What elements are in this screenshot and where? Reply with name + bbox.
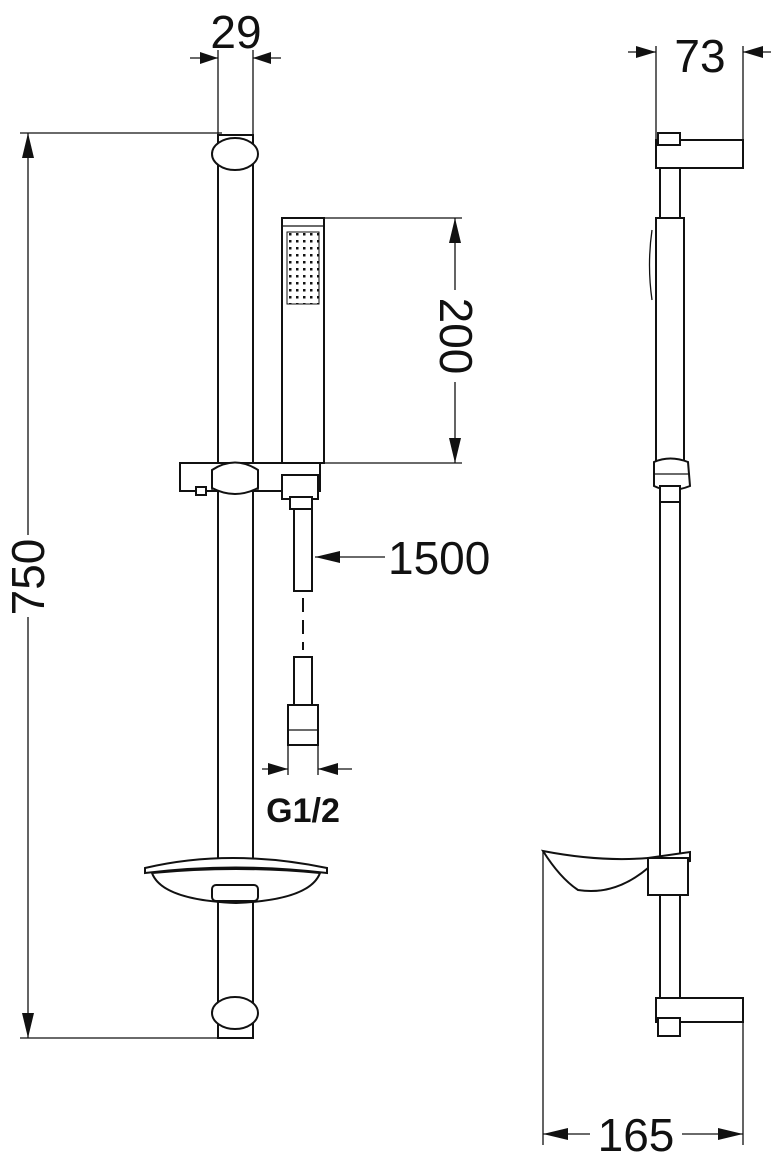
dimension-165-label: 165: [598, 1109, 675, 1161]
dimension-200-label: 200: [430, 298, 482, 375]
top-wall-bracket: [211, 137, 259, 171]
dimension-165: 165: [542, 851, 744, 1161]
hand-shower: [281, 217, 325, 464]
dimension-750: 750: [2, 132, 222, 1039]
front-view: 29 750: [2, 6, 490, 1039]
dimension-thread-label: G1/2: [266, 792, 340, 830]
dimension-thread: G1/2: [262, 763, 352, 830]
shower-hose: [287, 508, 319, 775]
slider-holder: [179, 461, 321, 510]
dimension-200: 200: [324, 217, 482, 464]
dimension-73-label: 73: [674, 30, 725, 82]
side-slider-holder: [653, 457, 692, 503]
dimension-29: 29: [190, 6, 281, 135]
dimension-73: 73: [628, 30, 771, 140]
dimension-1500-label: 1500: [388, 532, 490, 584]
side-view: 73: [540, 30, 771, 1161]
side-top-bracket: [655, 139, 744, 169]
soap-dish-front: [144, 857, 328, 905]
dimension-750-label: 750: [2, 539, 54, 616]
bottom-wall-bracket: [211, 996, 259, 1030]
dimension-1500: 1500: [315, 532, 490, 584]
side-soap-dish: [540, 849, 691, 896]
dimension-29-label: 29: [210, 6, 261, 58]
spray-face: [286, 231, 320, 305]
side-hand-shower: [648, 217, 685, 464]
